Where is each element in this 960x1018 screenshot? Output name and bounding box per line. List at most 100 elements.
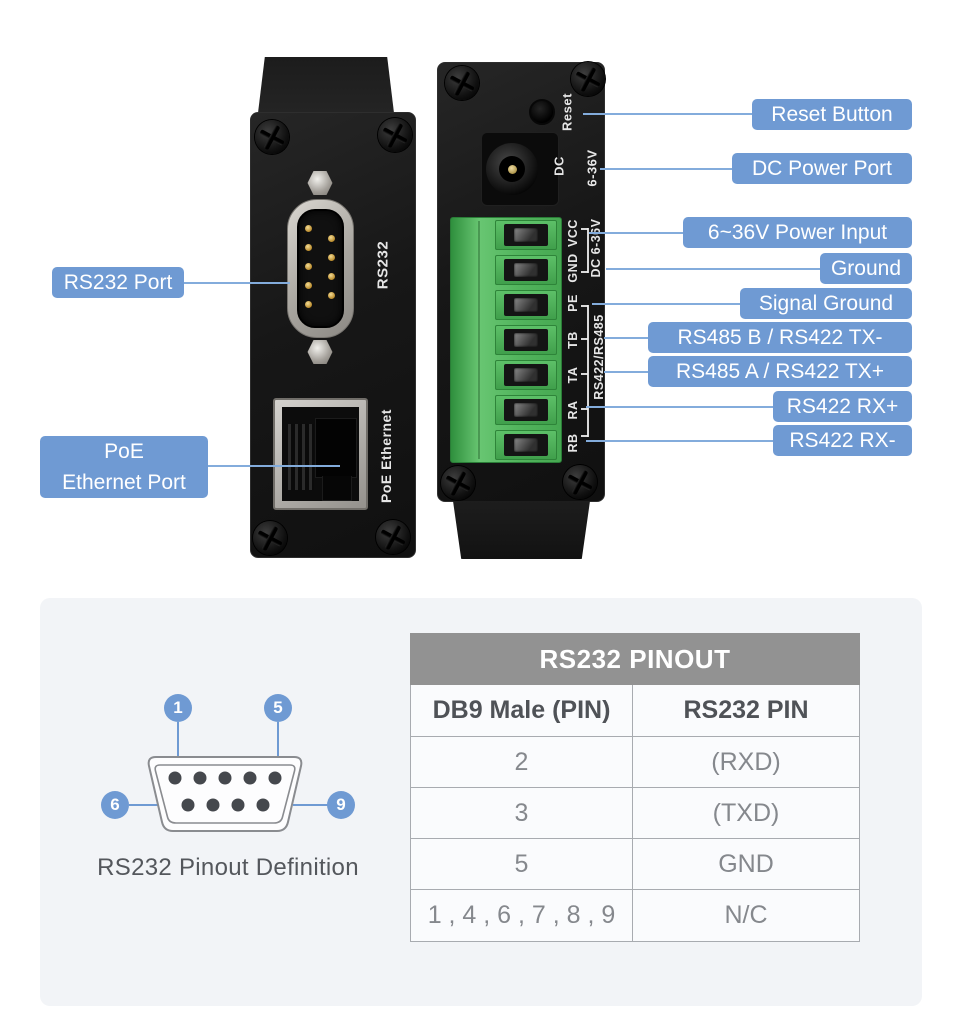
serial-group-bracket bbox=[587, 305, 589, 437]
serial-group-bracket-tick bbox=[581, 373, 588, 375]
serial-group-marking: RS422/RS485 bbox=[592, 314, 606, 400]
serial-group-bracket-tick bbox=[581, 408, 588, 410]
terminal-vcc[interactable] bbox=[495, 220, 557, 250]
tb-marking: TB bbox=[566, 331, 580, 349]
serial-group-bracket-tick bbox=[581, 305, 588, 307]
rs232-marking: RS232 bbox=[374, 240, 392, 290]
terminal-tb[interactable] bbox=[495, 325, 557, 355]
left-device-top-housing bbox=[258, 57, 394, 113]
ta-marking: TA bbox=[566, 366, 580, 384]
terminal-rb[interactable] bbox=[495, 430, 557, 460]
callout-line bbox=[604, 337, 648, 339]
callout-line bbox=[583, 113, 752, 115]
table-title: RS232 PINOUT bbox=[410, 633, 860, 685]
terminal-pe[interactable] bbox=[495, 290, 557, 320]
terminal-gnd[interactable] bbox=[495, 255, 557, 285]
table-cell: (TXD) bbox=[633, 788, 859, 839]
db9-pin bbox=[328, 254, 335, 261]
dc-group-marking: DC 6-36V bbox=[589, 218, 603, 278]
reset-button[interactable] bbox=[529, 99, 555, 125]
callout-poe-line1: PoE bbox=[104, 440, 144, 463]
db9-pin bbox=[328, 235, 335, 242]
column-header-db9: DB9 Male (PIN) bbox=[411, 685, 633, 737]
diagram-caption: RS232 Pinout Definition bbox=[97, 854, 359, 881]
callout-line bbox=[208, 465, 340, 467]
callout-rs485-b: RS485 B / RS422 TX- bbox=[648, 322, 912, 353]
screw-icon bbox=[571, 62, 605, 96]
db9-standoff-nut bbox=[307, 171, 333, 195]
table-cell: (RXD) bbox=[633, 737, 859, 788]
screw-icon bbox=[563, 465, 597, 499]
ra-marking: RA bbox=[566, 400, 580, 420]
serial-group-bracket-tick bbox=[581, 338, 588, 340]
terminal-ta[interactable] bbox=[495, 360, 557, 390]
terminal-ra[interactable] bbox=[495, 395, 557, 425]
callout-line bbox=[184, 282, 290, 284]
rj45-pin-comb bbox=[288, 424, 314, 490]
pin9-line bbox=[293, 804, 328, 806]
callout-line bbox=[592, 303, 740, 305]
vcc-marking: VCC bbox=[566, 219, 580, 247]
dc-center-pin bbox=[508, 165, 517, 174]
dc-group-bracket-tick bbox=[581, 228, 588, 230]
reset-marking: Reset bbox=[559, 93, 575, 131]
serial-group-bracket-tick bbox=[581, 435, 588, 437]
rs232-pinout-table: RS232 PINOUT DB9 Male (PIN) RS232 PIN 2 … bbox=[410, 633, 860, 942]
callout-signal-ground: Signal Ground bbox=[740, 288, 912, 319]
right-device-bottom-housing bbox=[453, 501, 590, 559]
db9-pin bbox=[328, 292, 335, 299]
callout-rs422-rx-minus: RS422 RX- bbox=[773, 425, 912, 456]
table-cell: 3 bbox=[411, 788, 633, 839]
rj45-clip-slot bbox=[322, 476, 352, 501]
pin5-badge: 5 bbox=[264, 694, 292, 722]
pin1-badge: 1 bbox=[164, 694, 192, 722]
poe-ethernet-marking: PoE Ethernet bbox=[378, 409, 394, 503]
column-header-rs232: RS232 PIN bbox=[633, 685, 859, 737]
dc-marking: DC bbox=[551, 156, 567, 176]
pin9-badge: 9 bbox=[327, 791, 355, 819]
callout-line bbox=[600, 168, 732, 170]
db9-connector-inset bbox=[297, 209, 344, 328]
db9-pin bbox=[305, 282, 312, 289]
callout-power-input: 6~36V Power Input bbox=[683, 217, 912, 248]
table-cell: 1 , 4 , 6 , 7 , 8 , 9 bbox=[411, 890, 633, 941]
db9-standoff-nut bbox=[307, 340, 333, 364]
gnd-marking: GND bbox=[566, 253, 580, 283]
screw-icon bbox=[376, 520, 410, 554]
callout-line bbox=[606, 268, 820, 270]
table-grid: DB9 Male (PIN) RS232 PIN 2 (RXD) 3 (TXD)… bbox=[410, 685, 860, 942]
db9-pin bbox=[305, 301, 312, 308]
screw-icon bbox=[445, 66, 479, 100]
callout-ground: Ground bbox=[820, 253, 912, 284]
dc-group-bracket-tick bbox=[581, 271, 588, 273]
rb-marking: RB bbox=[566, 433, 580, 453]
table-cell: GND bbox=[633, 839, 859, 890]
pin6-line bbox=[129, 804, 163, 806]
pin6-badge: 6 bbox=[101, 791, 129, 819]
callout-rs232-port: RS232 Port bbox=[52, 267, 184, 298]
dc-group-bracket bbox=[587, 228, 589, 273]
dc-voltage-marking: 6-36V bbox=[584, 149, 600, 187]
table-cell: 2 bbox=[411, 737, 633, 788]
pin5-line bbox=[277, 722, 279, 762]
poe-ethernet-jack bbox=[315, 418, 357, 478]
screw-icon bbox=[441, 466, 475, 500]
screw-icon bbox=[378, 118, 412, 152]
screw-icon bbox=[255, 120, 289, 154]
table-cell: N/C bbox=[724, 901, 768, 929]
db9-pin bbox=[328, 273, 335, 280]
callout-poe-line2: Ethernet Port bbox=[62, 471, 186, 494]
db9-pin bbox=[305, 225, 312, 232]
callout-line bbox=[586, 440, 773, 442]
callout-line bbox=[589, 232, 683, 234]
db9-pin bbox=[305, 244, 312, 251]
callout-line bbox=[604, 371, 648, 373]
callout-dc-power-port: DC Power Port bbox=[732, 153, 912, 184]
callout-poe-ethernet-port: PoE Ethernet Port bbox=[40, 436, 208, 498]
pin1-line bbox=[177, 722, 179, 762]
callout-line bbox=[586, 406, 773, 408]
callout-rs422-rx-plus: RS422 RX+ bbox=[773, 391, 912, 422]
callout-rs485-a: RS485 A / RS422 TX+ bbox=[648, 356, 912, 387]
callout-reset-button: Reset Button bbox=[752, 99, 912, 130]
